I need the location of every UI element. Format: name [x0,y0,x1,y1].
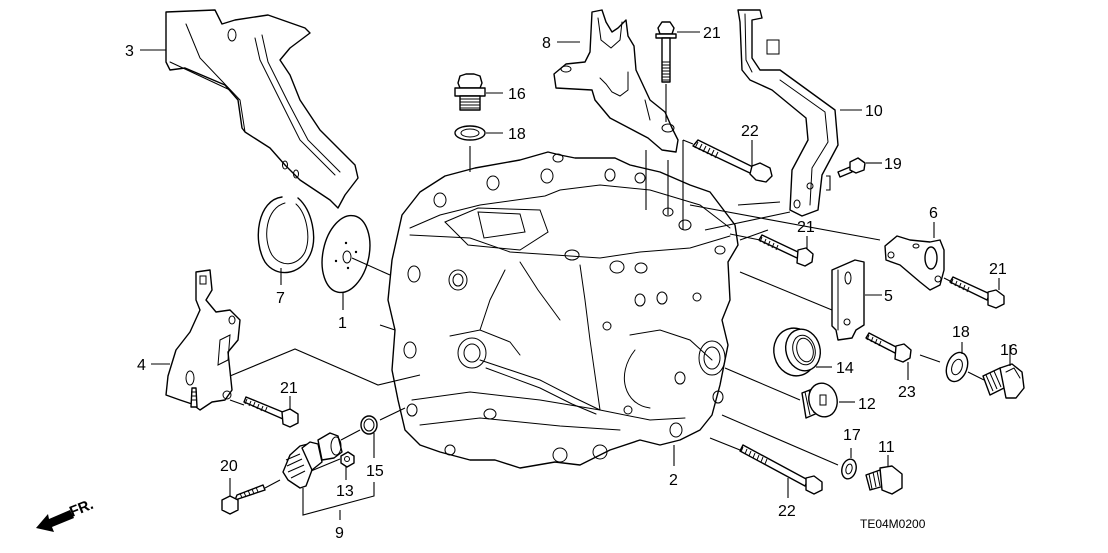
part-21-bolt-left[interactable] [243,396,299,428]
callout-23: 23 [898,384,916,401]
callout-1: 1 [338,315,347,332]
part-20-bolt[interactable] [221,484,266,515]
callout-14: 14 [836,360,854,377]
callout-18-right: 18 [952,324,970,341]
diagram-reference-code: TE04M0200 [860,517,926,531]
part-18-washer-top[interactable] [454,125,486,141]
callout-10: 10 [865,103,883,120]
callout-6: 6 [929,205,938,222]
part-12-plug[interactable] [801,380,841,420]
part-21-bolt-mid[interactable] [758,234,814,267]
part-6-bracket[interactable] [884,235,945,291]
callout-7: 7 [276,290,285,307]
part-22-bolt-bottom[interactable] [739,444,823,495]
callout-22-bottom: 22 [778,503,796,520]
callout-16-top: 16 [508,86,526,103]
part-21-bolt-right[interactable] [949,276,1005,309]
part-8-bracket[interactable] [553,9,679,153]
callout-21-mid: 21 [797,219,815,236]
callout-21-right: 21 [989,261,1007,278]
part-21-bolt-top[interactable] [655,21,677,83]
part-7-snap-ring[interactable] [257,196,315,274]
callout-18-top: 18 [508,126,526,143]
part-2-transmission-housing[interactable] [387,151,739,469]
part-5-stay[interactable] [831,259,865,341]
callout-21-left: 21 [280,380,298,397]
callout-13: 13 [336,483,354,500]
part-16-drain-plug-top[interactable] [454,73,486,111]
callout-5: 5 [884,288,893,305]
part-3-bracket[interactable] [165,9,359,209]
part-17-washer[interactable] [840,458,859,481]
callout-4: 4 [137,357,146,374]
part-14-oil-seal[interactable] [769,323,825,380]
part-16-drain-plug-right[interactable] [982,363,1025,399]
part-19-bolt[interactable] [837,157,866,178]
callout-22-top: 22 [741,123,759,140]
part-1-oil-guide-plate[interactable] [315,211,376,297]
callout-16-right: 16 [1000,342,1018,359]
front-arrow-icon [36,510,74,532]
callout-20: 20 [220,458,238,475]
callout-11: 11 [878,439,895,456]
front-label: FR. [67,496,96,521]
callout-19: 19 [884,156,902,173]
part-9-speed-sensor[interactable] [282,429,361,489]
callout-9: 9 [335,525,344,542]
part-22-bolt-top[interactable] [692,139,773,183]
callout-21-top: 21 [703,25,721,42]
callout-3: 3 [125,43,134,60]
callout-8: 8 [542,35,551,52]
part-23-bolt[interactable] [865,332,912,363]
callout-17: 17 [843,427,861,444]
part-10-stay[interactable] [737,9,839,217]
part-18-washer-right[interactable] [942,349,971,384]
callout-12: 12 [858,396,876,413]
front-direction-indicator: FR. [36,496,96,532]
callout-2: 2 [669,472,678,489]
callout-15: 15 [366,463,384,480]
part-4-bracket[interactable] [165,269,241,411]
part-13-nut[interactable] [340,451,355,468]
part-11-bolt[interactable] [865,465,903,495]
part-15-o-ring[interactable] [360,415,378,435]
